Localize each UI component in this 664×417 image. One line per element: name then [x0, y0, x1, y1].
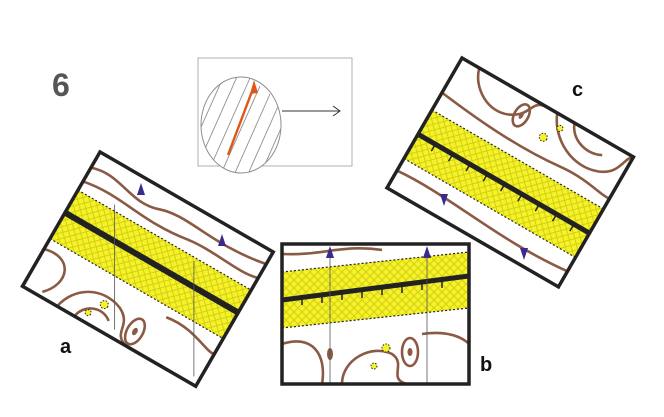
north-arrow-icon [326, 246, 334, 258]
compass-housing [200, 76, 282, 174]
figure-number: 6 [52, 67, 70, 103]
north-arrow-icon [423, 246, 431, 258]
compass-inset [197, 57, 353, 174]
map-panel-a [20, 149, 276, 389]
compass-meridian-lines [201, 77, 281, 173]
north-arrows-a [137, 183, 226, 246]
map-panel-b [280, 242, 471, 386]
compass-needle-icon [226, 80, 258, 156]
arrow-right-icon [282, 105, 341, 117]
panel-label-c: c [572, 79, 583, 101]
north-arrows-c [440, 194, 528, 260]
panel-label-a: a [60, 336, 72, 358]
map-panel-c [384, 55, 636, 290]
panel-label-b: b [480, 354, 492, 376]
